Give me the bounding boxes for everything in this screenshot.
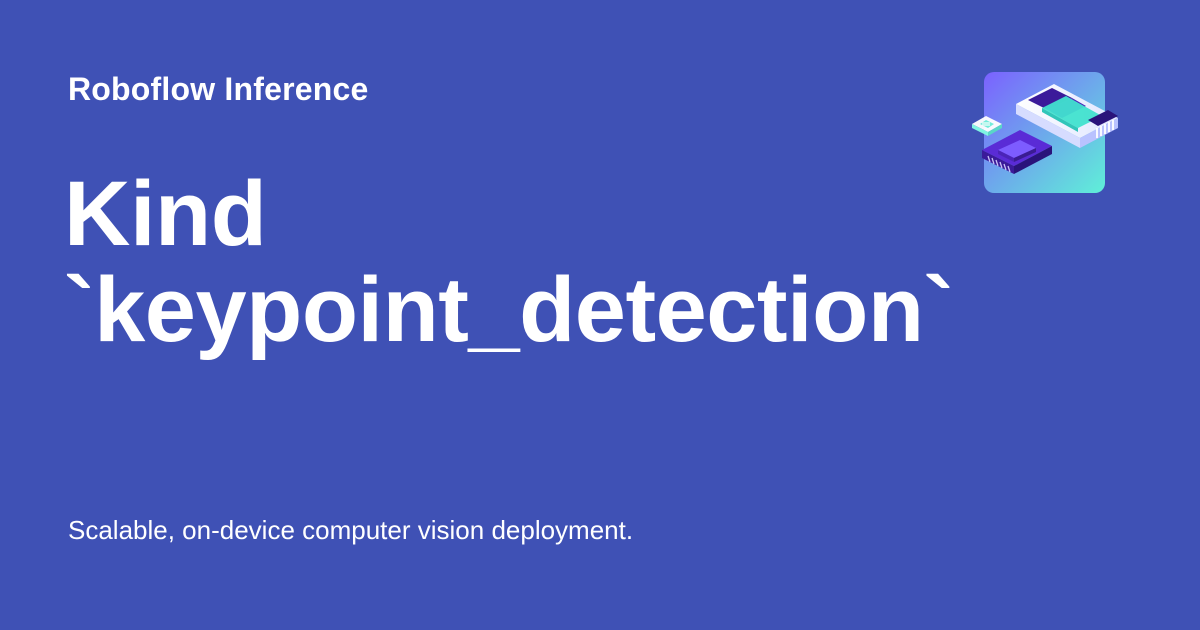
- logo-icon: [968, 70, 1120, 196]
- inference-hardware-illustration-icon: [972, 72, 1118, 193]
- brand-name: Roboflow Inference: [68, 71, 369, 107]
- page-title: Kind `keypoint_detection`: [64, 163, 954, 361]
- page-title-line-2: `keypoint_detection`: [64, 259, 954, 361]
- tagline: Scalable, on-device computer vision depl…: [68, 515, 634, 545]
- page-title-line-1: Kind: [64, 163, 267, 265]
